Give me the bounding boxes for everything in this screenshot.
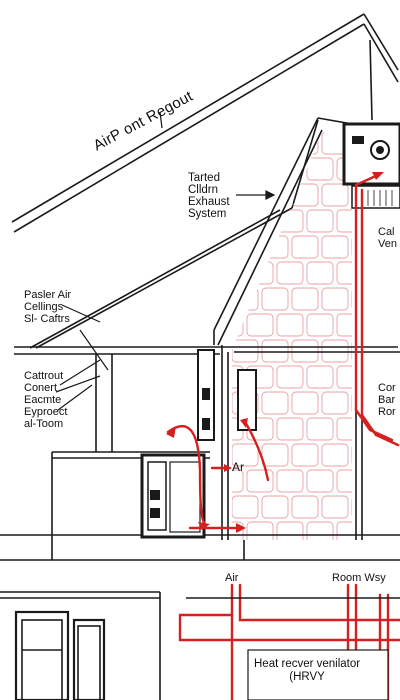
wall-tile (276, 469, 304, 493)
wall-tile (306, 313, 334, 337)
label-tanked-exhaust: Tarted Clldrn Exhaust System (188, 172, 230, 220)
wall-tile (261, 391, 289, 415)
wall-tile (306, 261, 334, 285)
wall-tile (202, 496, 228, 518)
wall-tile (291, 235, 319, 259)
ceiling-slopes (57, 329, 109, 411)
wall-tile (276, 521, 304, 540)
label-cattrout: Cattrout Conert Eacmte Eyproect al-Toom (24, 370, 68, 430)
wall-tile (291, 495, 319, 519)
wall-tile (232, 469, 244, 493)
exhaust-fan-unit (342, 122, 400, 209)
wall-tile (336, 313, 352, 337)
wall-tile (187, 262, 213, 284)
label-paster-air: Pasler Air Cellings Sl- Caftrs (24, 289, 72, 325)
wall-tile (246, 313, 274, 337)
ventilation-box (140, 453, 206, 539)
wall-tile (276, 365, 304, 389)
wall-tile (291, 339, 319, 363)
wall-tile (232, 495, 259, 519)
wall-tile (246, 157, 274, 181)
wall-tile (232, 313, 244, 337)
wall-tile (306, 209, 334, 233)
wall-tile (232, 339, 259, 363)
wall-tile (336, 261, 352, 285)
wall-tile (261, 132, 289, 155)
wall-tile (321, 495, 349, 519)
wall-tile (306, 469, 334, 493)
wall-tile (202, 444, 228, 466)
wall-tile (202, 132, 228, 154)
lower-room (0, 591, 400, 700)
wall-tile (321, 235, 349, 259)
wall-tile (321, 183, 349, 207)
wall-tile (261, 443, 289, 467)
label-hrv: Heat recver venilator (HRVY (254, 658, 361, 683)
wall-tile (232, 521, 244, 540)
wall-tile (261, 287, 289, 311)
label-room-way: Room Wsy (332, 572, 386, 584)
wall-tile (261, 339, 289, 363)
wall-tile (321, 287, 349, 311)
wall-tile (306, 417, 334, 441)
wall-tile (321, 339, 349, 363)
roof-lines (11, 13, 399, 349)
wall-tile (276, 417, 304, 441)
vertical-duct (197, 349, 257, 441)
label-arrow-air: Ar (232, 460, 244, 474)
wall-tile (306, 521, 334, 540)
wall-tile (232, 132, 259, 155)
label-air: Air (225, 572, 239, 584)
airflow-arrowheads (166, 172, 384, 533)
wall-tile (276, 261, 304, 285)
label-right-mid: Cor Bar Ror (378, 382, 396, 418)
wall-tile (246, 521, 274, 540)
wall-tile (246, 261, 274, 285)
wall-tile (336, 365, 352, 389)
wall-tile (261, 495, 289, 519)
wall-tile (321, 391, 349, 415)
wall-tile (202, 288, 228, 310)
wall-tile (291, 391, 319, 415)
wall-tile (306, 365, 334, 389)
wall-tile (306, 157, 334, 181)
wall-tile (321, 443, 349, 467)
wall-tile (232, 261, 244, 285)
wall-tile (187, 314, 213, 336)
wall-tile (336, 469, 352, 493)
wall-tile (291, 287, 319, 311)
wall-tile (232, 443, 259, 467)
annotation-pointers (55, 111, 276, 393)
wall-tile (336, 417, 352, 441)
label-right-top: Cal Ven (378, 226, 397, 250)
wall-tile (246, 469, 274, 493)
wall-tile (336, 521, 352, 540)
wall-tile (336, 209, 352, 233)
wall-tile (276, 313, 304, 337)
wall-tile (291, 443, 319, 467)
